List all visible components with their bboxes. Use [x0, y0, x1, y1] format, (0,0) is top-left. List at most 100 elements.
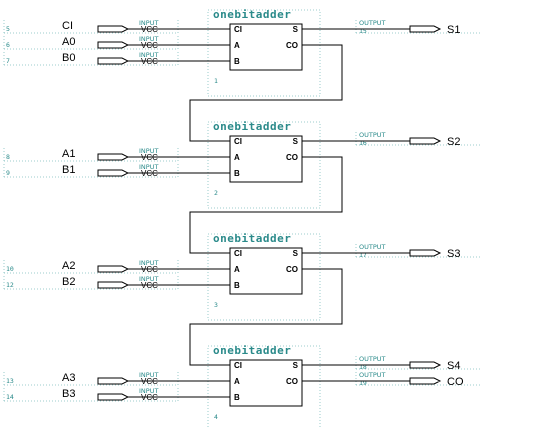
- input-tag: INPUT: [139, 371, 158, 379]
- output-pin-number: 15: [359, 27, 367, 35]
- port-label-b: B: [234, 169, 240, 178]
- instance-number: 2: [214, 189, 218, 197]
- input-pin-number: 7: [6, 57, 10, 65]
- input-signal-name: B0: [62, 52, 75, 64]
- adder-symbol: [229, 135, 303, 183]
- output-pin-number: 18: [359, 363, 367, 371]
- input-buffer-icon: [97, 25, 130, 33]
- output-signal-name: S1: [447, 24, 460, 36]
- output-buffer-icon: [409, 25, 442, 33]
- output-pin-number: 16: [359, 139, 367, 147]
- port-label-a: A: [234, 265, 240, 274]
- input-tag: INPUT: [139, 19, 158, 27]
- input-pin-number: 14: [6, 393, 14, 401]
- port-label-a: A: [234, 41, 240, 50]
- adder-symbol: [229, 23, 303, 71]
- input-buffer-icon: [97, 57, 130, 65]
- input-tag: INPUT: [139, 259, 158, 267]
- port-label-b: B: [234, 281, 240, 290]
- instance-number: 3: [214, 301, 218, 309]
- output-tag: OUTPUT: [359, 131, 386, 139]
- output-buffer-icon: [409, 377, 442, 385]
- output-buffer-icon: [409, 361, 442, 369]
- input-buffer-icon: [97, 41, 130, 49]
- port-label-ci: CI: [234, 137, 242, 146]
- adder-symbol: [229, 247, 303, 295]
- input-tag: INPUT: [139, 147, 158, 155]
- port-label-a: A: [234, 377, 240, 386]
- input-signal-name: B3: [62, 388, 75, 400]
- port-label-s: S: [293, 137, 299, 146]
- input-pin-number: 10: [6, 265, 14, 273]
- instance-number: 4: [214, 413, 218, 421]
- output-buffer-icon: [409, 137, 442, 145]
- input-signal-name: A1: [62, 148, 75, 160]
- input-buffer-icon: [97, 393, 130, 401]
- port-label-b: B: [234, 393, 240, 402]
- carry-wire: [189, 268, 343, 366]
- output-signal-name: S3: [447, 248, 460, 260]
- input-signal-name: CI: [62, 20, 73, 32]
- output-buffer-icon: [409, 249, 442, 257]
- input-buffer-icon: [97, 281, 130, 289]
- output-tag: OUTPUT: [359, 19, 386, 27]
- port-label-s: S: [293, 25, 299, 34]
- instance-number: 1: [214, 77, 218, 85]
- input-tag: INPUT: [139, 163, 158, 171]
- input-pin-number: 13: [6, 377, 14, 385]
- output-pin-number: 17: [359, 251, 367, 259]
- input-signal-name: A0: [62, 36, 75, 48]
- carry-wire: [189, 44, 343, 142]
- output-tag: OUTPUT: [359, 355, 386, 363]
- port-label-ci: CI: [234, 361, 242, 370]
- component-title: onebitadder: [213, 8, 291, 21]
- input-pin-number: 8: [6, 153, 10, 161]
- input-pin-number: 9: [6, 169, 10, 177]
- component-title: onebitadder: [213, 232, 291, 245]
- port-label-a: A: [234, 153, 240, 162]
- output-tag: OUTPUT: [359, 371, 386, 379]
- input-pin-number: 5: [6, 25, 10, 33]
- input-signal-name: B2: [62, 276, 75, 288]
- port-label-s: S: [293, 361, 299, 370]
- port-label-co: CO: [286, 153, 298, 162]
- input-buffer-icon: [97, 265, 130, 273]
- input-tag: INPUT: [139, 51, 158, 59]
- output-pin-number: 19: [359, 379, 367, 387]
- input-tag: INPUT: [139, 387, 158, 395]
- input-tag: INPUT: [139, 275, 158, 283]
- input-signal-name: B1: [62, 164, 75, 176]
- input-signal-name: A3: [62, 372, 75, 384]
- port-label-co: CO: [286, 41, 298, 50]
- input-pin-number: 12: [6, 281, 14, 289]
- input-pin-number: 6: [6, 41, 10, 49]
- output-signal-name: CO: [447, 376, 464, 388]
- carry-wire: [189, 156, 343, 254]
- port-label-b: B: [234, 57, 240, 66]
- component-title: onebitadder: [213, 344, 291, 357]
- adder-symbol: [229, 359, 303, 407]
- port-label-co: CO: [286, 265, 298, 274]
- component-title: onebitadder: [213, 120, 291, 133]
- input-tag: INPUT: [139, 35, 158, 43]
- input-buffer-icon: [97, 153, 130, 161]
- output-signal-name: S4: [447, 360, 460, 372]
